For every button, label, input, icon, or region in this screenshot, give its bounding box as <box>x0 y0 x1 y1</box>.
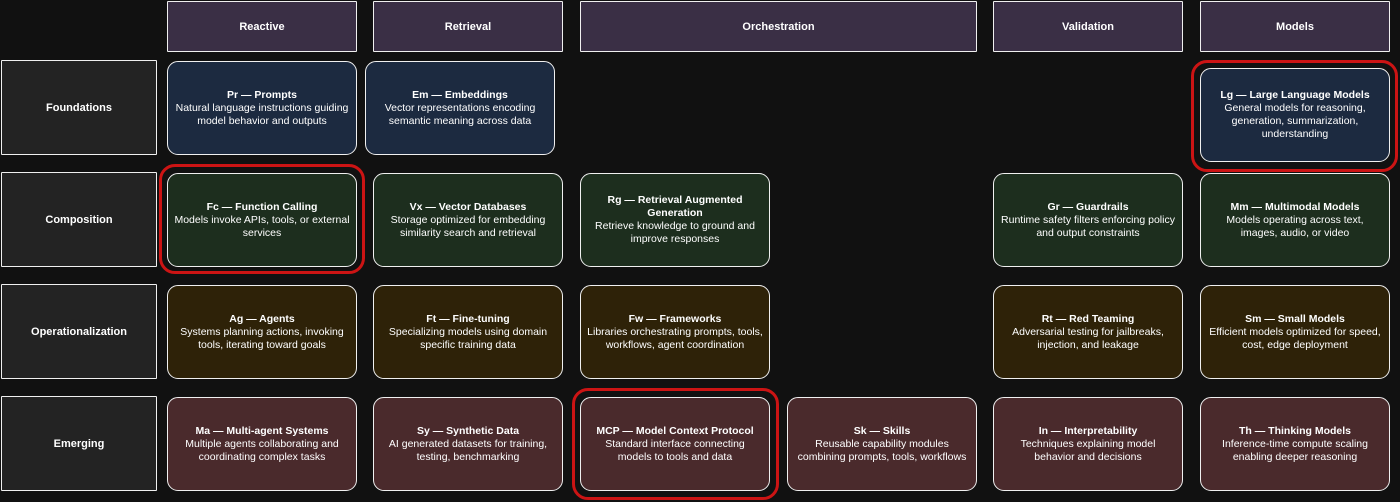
cell-title: Sy — Synthetic Data <box>416 424 520 437</box>
cell-description: Inference-time compute scaling enabling … <box>1222 437 1368 463</box>
cell-title: Rt — Red Teaming <box>1041 312 1135 325</box>
column-header-retrieval: Retrieval <box>373 1 563 52</box>
cell-title: Em — Embeddings <box>412 88 508 101</box>
cell-description: Techniques explaining model behavior and… <box>1020 437 1156 463</box>
cell-title: Lg — Large Language Models <box>1220 89 1370 101</box>
cell-description: Reusable capability modules combining pr… <box>797 437 967 463</box>
cell-red-teaming: Rt — Red Teaming Adversarial testing for… <box>993 285 1183 379</box>
cell-synthetic-data: Sy — Synthetic Data AI generated dataset… <box>373 397 563 491</box>
cell-description: Specializing models using domain specifi… <box>388 325 548 351</box>
cell-description: Multiple agents collaborating and coordi… <box>185 437 339 463</box>
cell-title: Ft — Fine-tuning <box>426 312 510 325</box>
cell-description: Libraries orchestrating prompts, tools, … <box>587 325 763 351</box>
cell-description: Storage optimized for embedding similari… <box>390 213 546 239</box>
cell-multimodal-models: Mm — Multimodal Models Models operating … <box>1200 173 1390 267</box>
column-header-orchestration: Orchestration <box>580 1 977 52</box>
column-header-models: Models <box>1200 1 1390 52</box>
cell-description: General models for reasoning, generation… <box>1224 102 1366 140</box>
cell-vector-databases: Vx — Vector Databases Storage optimized … <box>373 173 563 267</box>
cell-description: Models operating across text, images, au… <box>1226 213 1364 239</box>
cell-title: Sk — Skills <box>853 424 911 437</box>
cell-description: Adversarial testing for jailbreaks, inje… <box>1012 325 1164 351</box>
cell-retrieval-augmented-generation: Rg — Retrieval Augmented Generation Retr… <box>580 173 770 267</box>
cell-embeddings: Em — Embeddings Vector representations e… <box>365 61 555 155</box>
cell-description: Systems planning actions, invoking tools… <box>180 325 344 351</box>
cell-title: Sm — Small Models <box>1245 312 1345 325</box>
column-header-validation: Validation <box>993 1 1183 52</box>
cell-description: Natural language instructions guiding mo… <box>175 101 349 127</box>
cell-title: Vx — Vector Databases <box>409 200 527 213</box>
cell-title: Mm — Multimodal Models <box>1230 200 1360 213</box>
cell-small-models: Sm — Small Models Efficient models optim… <box>1200 285 1390 379</box>
cell-title: Fc — Function Calling <box>206 200 318 213</box>
cell-title: Ag — Agents <box>229 312 295 325</box>
cell-frameworks: Fw — Frameworks Libraries orchestrating … <box>580 285 770 379</box>
cell-guardrails: Gr — Guardrails Runtime safety filters e… <box>993 173 1183 267</box>
cell-title: Pr — Prompts <box>226 88 297 101</box>
column-header-reactive: Reactive <box>167 1 357 52</box>
cell-model-context-protocol: MCP — Model Context Protocol Standard in… <box>580 397 770 491</box>
cell-description: AI generated datasets for training, test… <box>388 437 548 463</box>
cell-description: Vector representations encoding semantic… <box>384 101 536 127</box>
cell-large-language-models: Lg — Large Language Models General model… <box>1200 68 1390 162</box>
row-header-foundations: Foundations <box>1 60 157 155</box>
cell-title: In — Interpretability <box>1038 424 1138 437</box>
row-header-composition: Composition <box>1 172 157 267</box>
cell-thinking-models: Th — Thinking Models Inference-time comp… <box>1200 397 1390 491</box>
cell-description: Efficient models optimized for speed, co… <box>1209 325 1381 351</box>
cell-description: Runtime safety filters enforcing policy … <box>1001 213 1175 239</box>
cell-prompts: Pr — Prompts Natural language instructio… <box>167 61 357 155</box>
cell-title: Th — Thinking Models <box>1239 424 1351 437</box>
cell-interpretability: In — Interpretability Techniques explain… <box>993 397 1183 491</box>
cell-title: Gr — Guardrails <box>1047 200 1129 213</box>
cell-description: Models invoke APIs, tools, or external s… <box>174 213 350 239</box>
cell-title: MCP — Model Context Protocol <box>596 424 754 437</box>
cell-agents: Ag — Agents Systems planning actions, in… <box>167 285 357 379</box>
cell-description: Retrieve knowledge to ground and improve… <box>595 220 755 245</box>
cell-function-calling: Fc — Function Calling Models invoke APIs… <box>167 173 357 267</box>
cell-title: Fw — Frameworks <box>628 312 722 325</box>
cell-description: Standard interface connecting models to … <box>605 437 745 463</box>
row-header-operationalization: Operationalization <box>1 284 157 379</box>
cell-skills: Sk — Skills Reusable capability modules … <box>787 397 977 491</box>
cell-multi-agent-systems: Ma — Multi-agent Systems Multiple agents… <box>167 397 357 491</box>
cell-fine-tuning: Ft — Fine-tuning Specializing models usi… <box>373 285 563 379</box>
cell-title: Rg — Retrieval Augmented Generation <box>607 194 743 219</box>
cell-title: Ma — Multi-agent Systems <box>195 424 329 437</box>
row-header-emerging: Emerging <box>1 396 157 491</box>
